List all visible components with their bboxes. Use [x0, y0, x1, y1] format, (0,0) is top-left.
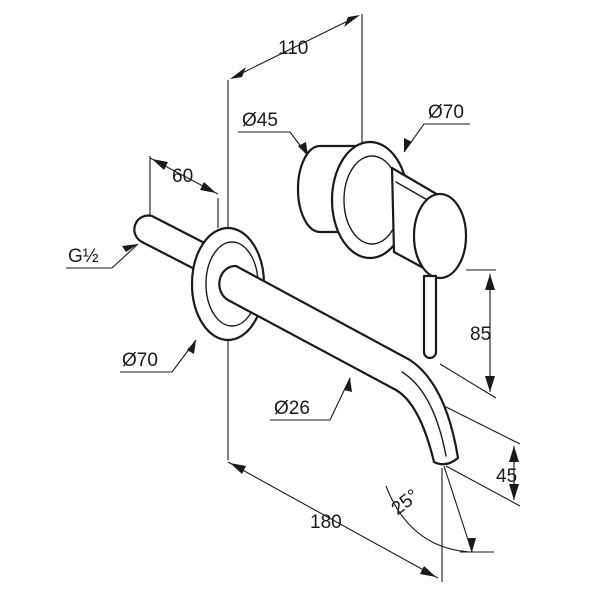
label-angle-25: 25° — [388, 486, 424, 520]
label-height-45: 45 — [496, 466, 517, 487]
label-diameter-70-valve: Ø70 — [428, 102, 464, 123]
label-depth-60: 60 — [172, 166, 193, 187]
label-diameter-26: Ø26 — [274, 398, 310, 419]
label-width-110: 110 — [278, 38, 308, 59]
label-height-85: 85 — [470, 324, 491, 345]
label-diameter-70-spout: Ø70 — [122, 350, 158, 371]
dimension-arrows — [122, 15, 519, 577]
label-length-180: 180 — [310, 512, 342, 533]
label-diameter-45: Ø45 — [242, 110, 278, 131]
mixer-valve — [296, 140, 468, 360]
label-thread-g-half: G½ — [68, 246, 99, 267]
spout-assembly — [133, 214, 460, 466]
